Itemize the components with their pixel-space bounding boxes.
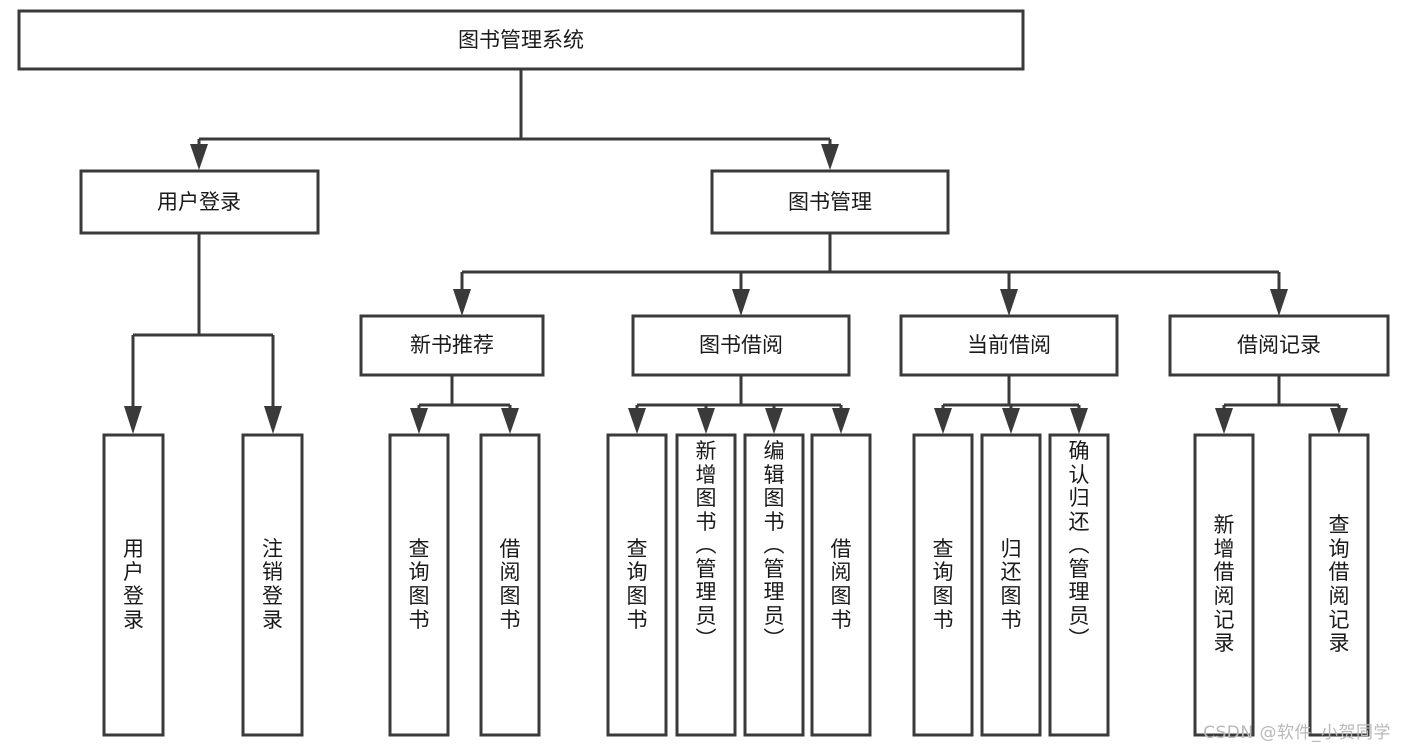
node-leaf-query-book-3[interactable] xyxy=(912,433,974,737)
node-book-borrow[interactable] xyxy=(631,314,851,377)
arrowhead-root-to-login xyxy=(190,144,208,170)
node-root-label: 图书管理系统 xyxy=(458,28,584,52)
arrowhead-bookmgmt-child-3 xyxy=(1000,289,1018,316)
arrowhead-bookborrow-leaf-2 xyxy=(697,408,715,434)
node-leaf-logout[interactable] xyxy=(241,433,304,737)
arrowhead-currentborrow-leaf-1 xyxy=(934,408,952,434)
node-user-login-label: 用户登录 xyxy=(157,190,241,214)
node-leaf-confirm-return-admin[interactable] xyxy=(1048,433,1110,737)
node-root-book-management-system[interactable] xyxy=(17,9,1025,71)
node-book-management-label: 图书管理 xyxy=(788,190,872,214)
arrowhead-bookborrow-leaf-1 xyxy=(628,408,646,434)
node-leaf-edit-book-admin[interactable] xyxy=(743,433,805,737)
node-leaf-borrow-book-1[interactable] xyxy=(479,433,541,737)
node-leaf-query-book-2[interactable] xyxy=(606,433,668,737)
node-new-book-recommend-label: 新书推荐 xyxy=(410,333,494,357)
arrowhead-userlogin-leaf-2 xyxy=(264,406,282,434)
node-leaf-query-book-1[interactable] xyxy=(388,433,450,737)
node-leaf-query-borrow-record[interactable] xyxy=(1308,433,1370,737)
node-current-borrow-label: 当前借阅 xyxy=(967,333,1051,357)
arrowhead-bookmgmt-child-4 xyxy=(1270,289,1288,316)
arrowhead-currentborrow-leaf-3 xyxy=(1070,408,1088,434)
arrowhead-bookborrow-leaf-3 xyxy=(765,408,783,434)
node-leaf-borrow-book-2[interactable] xyxy=(810,433,872,737)
arrowhead-newbook-leaf-1 xyxy=(410,408,428,434)
arrowhead-bookborrow-leaf-4 xyxy=(832,408,850,434)
node-book-management[interactable] xyxy=(710,169,950,235)
node-borrow-record-label: 借阅记录 xyxy=(1237,333,1321,357)
arrowhead-bookmgmt-child-2 xyxy=(732,289,750,316)
node-book-borrow-label: 图书借阅 xyxy=(699,333,783,357)
arrowhead-newbook-leaf-2 xyxy=(501,408,519,434)
node-leaf-user-login[interactable] xyxy=(102,433,165,737)
node-leaf-add-borrow-record[interactable] xyxy=(1193,433,1255,737)
arrowhead-root-to-bookmgmt xyxy=(821,144,839,170)
node-borrow-record[interactable] xyxy=(1168,314,1390,377)
arrowhead-userlogin-leaf-1 xyxy=(124,406,142,434)
arrowhead-bookmgmt-child-1 xyxy=(453,289,471,316)
node-new-book-recommend[interactable] xyxy=(359,314,545,377)
node-current-borrow[interactable] xyxy=(899,314,1119,377)
arrowhead-borrowrecord-leaf-1 xyxy=(1215,408,1233,434)
csdn-watermark: CSDN @软件_小贺同学 xyxy=(1203,723,1391,743)
arrowhead-currentborrow-leaf-2 xyxy=(1002,408,1020,434)
node-leaf-add-book-admin[interactable] xyxy=(675,433,737,737)
node-leaf-return-book[interactable] xyxy=(980,433,1042,737)
arrowhead-borrowrecord-leaf-2 xyxy=(1330,408,1348,434)
